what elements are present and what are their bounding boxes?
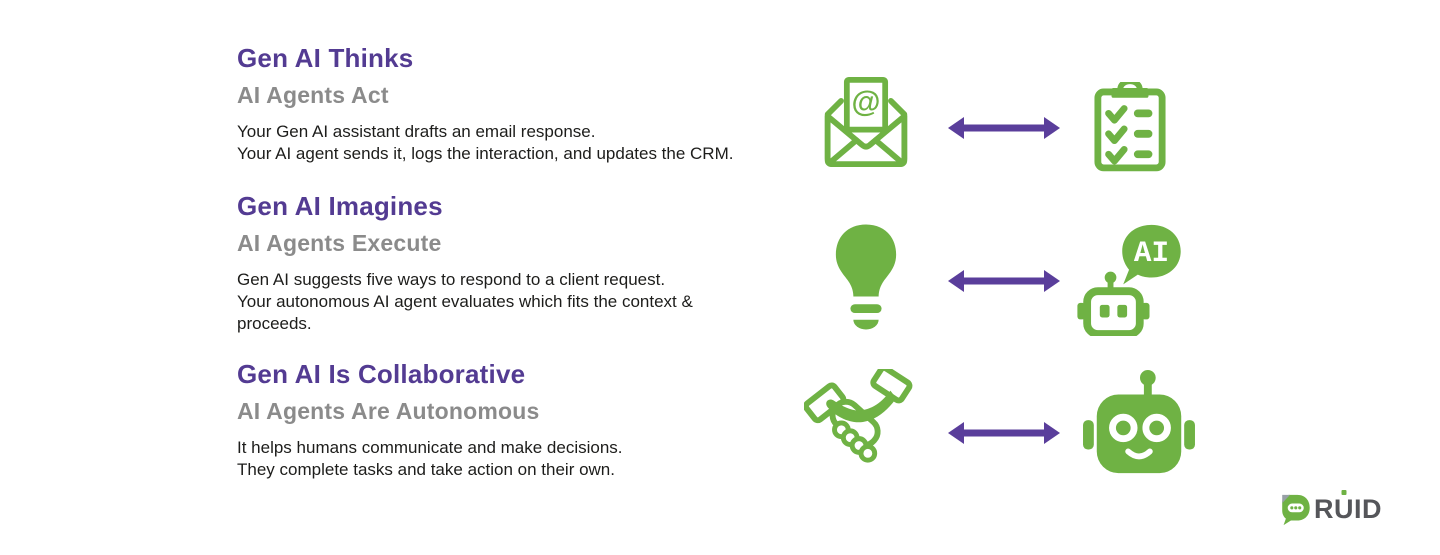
lightbulb-icon <box>831 222 901 337</box>
bidirectional-arrow-icon <box>948 115 1060 146</box>
ai-agents-subheading: AI Agents Act <box>237 82 389 108</box>
logo-letters-id: ID <box>1354 494 1382 524</box>
description-line: It helps humans communicate and make dec… <box>237 438 623 457</box>
ai-agents-subheading: AI Agents Are Autonomous <box>237 398 540 424</box>
description-line: proceeds. <box>237 314 312 333</box>
ai-agents-subheading: AI Agents Execute <box>237 230 442 256</box>
description-line: Your Gen AI assistant drafts an email re… <box>237 122 596 141</box>
section-description: It helps humans communicate and make dec… <box>237 437 623 481</box>
logo-u-dot <box>1341 490 1347 495</box>
gen-ai-heading: Gen AI Thinks <box>237 43 414 73</box>
svg-text:@: @ <box>852 85 881 118</box>
gen-ai-heading: Gen AI Imagines <box>237 191 443 221</box>
section-imagines-execute: Gen AI Imagines AI Agents Execute Gen AI… <box>237 190 693 335</box>
druid-logo-letters: R U ID <box>1314 490 1382 525</box>
email-at-icon: @ <box>818 76 914 173</box>
ai-bubble-label: AI <box>1134 237 1169 270</box>
section-collaborative-autonomous: Gen AI Is Collaborative AI Agents Are Au… <box>237 358 623 481</box>
description-line: Your AI agent sends it, logs the interac… <box>237 144 734 163</box>
description-line: Your autonomous AI agent evaluates which… <box>237 292 693 311</box>
druid-logo: R U ID <box>1279 490 1382 526</box>
robot-ai-speech-icon: AI <box>1076 221 1186 341</box>
gen-ai-heading: Gen AI Is Collaborative <box>237 359 526 389</box>
description-line: They complete tasks and take action on t… <box>237 460 615 479</box>
description-line: Gen AI suggests five ways to respond to … <box>237 270 666 289</box>
druid-logo-d-mark <box>1282 494 1310 526</box>
handshake-icon <box>803 365 916 476</box>
robot-head-icon <box>1077 369 1201 484</box>
section-description: Your Gen AI assistant drafts an email re… <box>237 121 733 165</box>
section-thinks-act: Gen AI Thinks AI Agents Act Your Gen AI … <box>237 42 733 165</box>
section-description: Gen AI suggests five ways to respond to … <box>237 269 693 335</box>
logo-letter-r: R <box>1314 494 1334 524</box>
bidirectional-arrow-icon <box>948 420 1060 451</box>
logo-letter-u: U <box>1334 490 1354 525</box>
bidirectional-arrow-icon <box>948 268 1060 299</box>
clipboard-checklist-icon <box>1093 78 1167 177</box>
